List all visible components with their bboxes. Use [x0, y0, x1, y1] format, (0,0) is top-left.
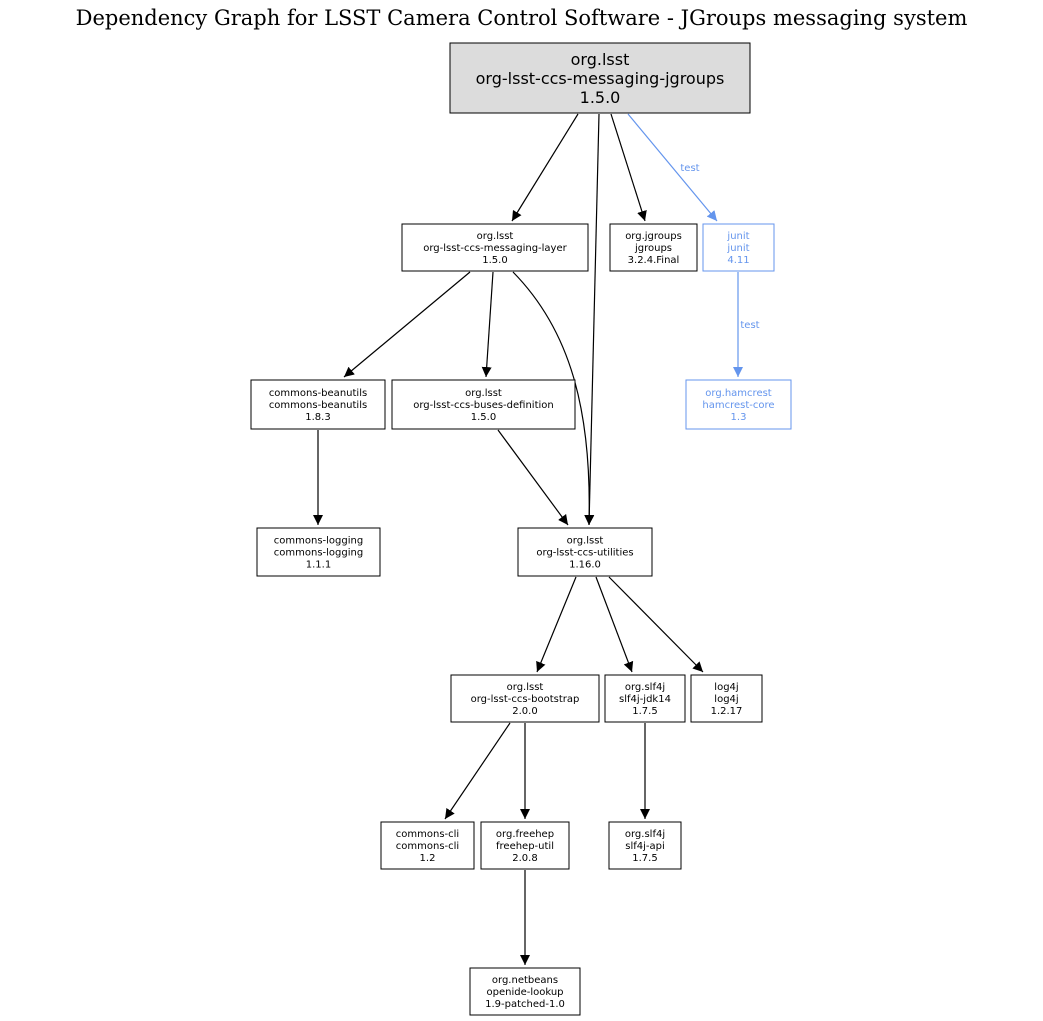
slf4j-api-node-box: [608, 821, 682, 870]
edge-label-root-to-junit: test: [680, 163, 699, 174]
junit-node-line-3: 4.11: [727, 255, 749, 266]
messaging-layer-node-line-3: 1.5.0: [482, 255, 507, 266]
openide-lookup-node: org.netbeansopenide-lookup1.9-patched-1.…: [469, 967, 581, 1016]
commons-beanutils-node-line-3: 1.8.3: [305, 412, 330, 423]
root-node-line-1: org.lsst: [571, 50, 630, 69]
commons-beanutils-node-line-2: commons-beanutils: [269, 400, 367, 411]
commons-cli-node-line-1: commons-cli: [396, 829, 459, 840]
utilities-node-line-3: 1.16.0: [569, 560, 601, 571]
slf4j-jdk14-node-box: [604, 674, 686, 723]
edge-utilities-to-log4j: [608, 576, 704, 673]
edge-utilities-to-slf4jjdk: [595, 576, 634, 673]
junit-node-line-1: junit: [726, 231, 749, 242]
edge-msglayer-to-beanutils: [343, 271, 471, 378]
bootstrap-node-line-3: 2.0.0: [512, 706, 537, 717]
slf4j-api-node-line-1: org.slf4j: [625, 829, 665, 840]
edges-layer: test test: [313, 113, 760, 965]
log4j-node-line-1: log4j: [714, 682, 738, 693]
commons-logging-node-line-1: commons-logging: [274, 536, 363, 547]
openide-lookup-node-line-3: 1.9-patched-1.0: [485, 999, 565, 1010]
buses-definition-node-line-3: 1.5.0: [471, 412, 496, 423]
jgroups-node-line-2: jgroups: [634, 243, 672, 254]
bootstrap-node-line-2: org-lsst-ccs-bootstrap: [471, 694, 580, 705]
edge-label-junit-to-hamcrest: test: [740, 320, 759, 331]
commons-cli-node-line-3: 1.2: [420, 853, 436, 864]
edge-buses-to-utilities: [497, 429, 569, 526]
edge-msglayer-to-buses: [481, 271, 494, 378]
jgroups-node-line-1: org.jgroups: [625, 231, 682, 242]
log4j-node-box: [690, 674, 763, 723]
utilities-node-line-1: org.lsst: [567, 536, 604, 547]
root-node-box: [449, 42, 751, 114]
edge-bootstrap-to-cli: [444, 722, 511, 820]
log4j-node-line-3: 1.2.17: [711, 706, 743, 717]
edge-root-to-utilities: [584, 113, 600, 526]
freehep-util-node-line-1: org.freehep: [496, 829, 554, 840]
edge-root-to-junit: [627, 113, 718, 222]
log4j-node-line-2: log4j: [714, 694, 738, 705]
edge-root-to-msglayer: [511, 113, 579, 222]
freehep-util-node-line-2: freehep-util: [496, 841, 554, 852]
buses-definition-node: org.lsstorg-lsst-ccs-buses-definition1.5…: [391, 379, 576, 430]
edge-root-to-jgroups: [610, 113, 647, 222]
commons-cli-node-box: [380, 821, 475, 870]
junit-node-line-2: junit: [726, 243, 749, 254]
jgroups-node-box: [609, 223, 698, 272]
commons-beanutils-node-box: [250, 379, 386, 430]
bootstrap-node-line-1: org.lsst: [507, 682, 544, 693]
buses-definition-node-line-1: org.lsst: [465, 388, 502, 399]
freehep-util-node-line-3: 2.0.8: [512, 853, 537, 864]
slf4j-jdk14-node-line-2: slf4j-jdk14: [619, 694, 671, 705]
hamcrest-core-node-line-1: org.hamcrest: [705, 388, 772, 399]
messaging-layer-node: org.lsstorg-lsst-ccs-messaging-layer1.5.…: [401, 223, 589, 272]
openide-lookup-node-line-1: org.netbeans: [492, 975, 558, 986]
root-node: org.lsstorg-lsst-ccs-messaging-jgroups1.…: [449, 42, 751, 114]
junit-node-box: [702, 223, 775, 272]
jgroups-node-line-3: 3.2.4.Final: [628, 255, 680, 266]
edge-utilities-to-bootstrap: [536, 576, 577, 673]
slf4j-jdk14-node-line-3: 1.7.5: [632, 706, 657, 717]
slf4j-api-node-line-3: 1.7.5: [632, 853, 657, 864]
commons-beanutils-node-line-1: commons-beanutils: [269, 388, 367, 399]
utilities-node-box: [517, 527, 653, 577]
hamcrest-core-node-line-3: 1.3: [731, 412, 747, 423]
messaging-layer-node-line-1: org.lsst: [477, 231, 514, 242]
buses-definition-node-line-2: org-lsst-ccs-buses-definition: [413, 400, 554, 411]
diagram-title: Dependency Graph for LSST Camera Control…: [75, 6, 968, 30]
bootstrap-node-box: [450, 674, 600, 723]
commons-logging-node-box: [256, 527, 381, 577]
root-node-line-3: 1.5.0: [580, 88, 621, 107]
hamcrest-core-node-line-2: hamcrest-core: [702, 400, 774, 411]
commons-logging-node-line-2: commons-logging: [274, 548, 363, 559]
commons-cli-node-line-2: commons-cli: [396, 841, 459, 852]
root-node-line-2: org-lsst-ccs-messaging-jgroups: [476, 69, 725, 88]
hamcrest-core-node-box: [685, 379, 792, 430]
messaging-layer-node-box: [401, 223, 589, 272]
nodes-layer: org.lsstorg-lsst-ccs-messaging-jgroups1.…: [250, 42, 792, 1016]
openide-lookup-node-box: [469, 967, 581, 1016]
slf4j-jdk14-node-line-1: org.slf4j: [625, 682, 665, 693]
freehep-util-node-box: [480, 821, 570, 870]
openide-lookup-node-line-2: openide-lookup: [486, 987, 563, 998]
messaging-layer-node-line-2: org-lsst-ccs-messaging-layer: [423, 243, 567, 254]
edge-msglayer-to-utilities: [512, 271, 595, 526]
slf4j-api-node-line-2: slf4j-api: [625, 841, 665, 852]
commons-logging-node-line-3: 1.1.1: [306, 560, 331, 571]
buses-definition-node-box: [391, 379, 576, 430]
utilities-node-line-2: org-lsst-ccs-utilities: [536, 548, 633, 559]
